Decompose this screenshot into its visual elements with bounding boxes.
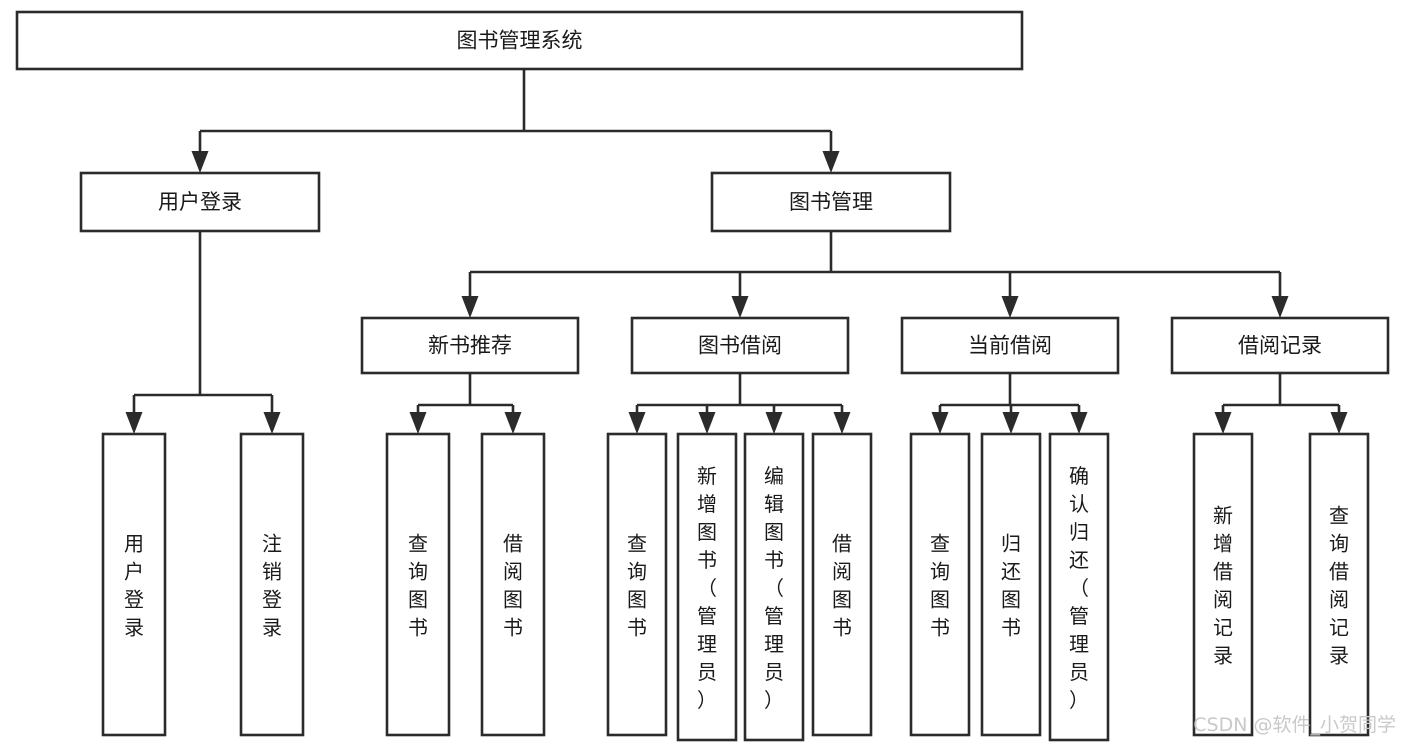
node-label-leaf-return-book: 归还图书 [1001,531,1021,639]
node-box-leaf-query-borrow-record[interactable] [1308,432,1370,737]
node-box-borrow-record[interactable] [1170,316,1390,375]
node-leaf-query-book-recommend[interactable]: 查询图书 [385,432,451,737]
node-box-leaf-borrow-book[interactable] [811,432,873,737]
node-label-root: 图书管理系统 [457,29,583,53]
conn-root [191,69,840,173]
node-leaf-borrow-book[interactable]: 借阅图书 [811,432,873,737]
node-label-borrow-record: 借阅记录 [1238,334,1322,358]
node-box-leaf-query-book-borrow[interactable] [606,432,668,737]
node-box-leaf-user-login[interactable] [101,432,167,737]
node-leaf-add-book[interactable]: 新增图书（管理员） [676,432,738,742]
node-box-leaf-confirm-return[interactable] [1048,432,1110,742]
node-label-leaf-confirm-return: 确认归还（管理员） [1069,464,1089,712]
node-label-book-management: 图书管理 [789,190,873,214]
node-book-borrow[interactable]: 图书借阅 [630,316,850,375]
node-label-leaf-add-borrow-record: 新增借阅记录 [1213,503,1233,667]
csdn-watermark: CSDN @软件_小贺同学 [1193,714,1396,736]
node-box-leaf-query-book-current[interactable] [909,432,971,737]
node-label-leaf-edit-book: 编辑图书（管理员） [764,464,784,712]
node-box-leaf-add-book[interactable] [676,432,738,742]
node-label-leaf-user-login: 用户登录 [124,531,144,639]
node-box-new-book-recommend[interactable] [360,316,580,375]
conn-book-management [461,231,1289,318]
conn-book-borrow-arrowhead-3 [833,412,851,434]
conn-book-borrow-arrowhead-0 [628,412,646,434]
node-current-borrow[interactable]: 当前借阅 [900,316,1120,375]
conn-root-arrowhead-1 [822,151,840,173]
conn-book-management-arrowhead-0 [461,296,479,318]
node-leaf-return-book[interactable]: 归还图书 [980,432,1042,737]
node-label-leaf-add-book: 新增图书（管理员） [697,464,717,712]
nodes-layer: 图书管理系统用户登录图书管理新书推荐图书借阅当前借阅借阅记录用户登录注销登录查询… [15,10,1390,742]
conn-user-login-arrowhead-1 [263,412,281,434]
conn-borrow-record-arrowhead-0 [1214,412,1232,434]
conn-root-arrowhead-0 [191,151,209,173]
node-label-new-book-recommend: 新书推荐 [428,334,512,358]
node-box-root[interactable] [15,10,1024,71]
node-leaf-user-login[interactable]: 用户登录 [101,432,167,737]
node-leaf-borrow-book-recommend[interactable]: 借阅图书 [480,432,546,737]
node-box-leaf-add-borrow-record[interactable] [1192,432,1254,737]
conn-book-management-arrowhead-2 [1001,296,1019,318]
node-label-leaf-query-borrow-record: 查询借阅记录 [1329,503,1349,667]
conn-book-management-arrowhead-1 [731,296,749,318]
conn-book-borrow-arrowhead-2 [765,412,783,434]
node-label-leaf-query-book-borrow: 查询图书 [627,531,647,639]
node-box-leaf-edit-book[interactable] [743,432,805,742]
node-label-book-borrow: 图书借阅 [698,334,782,358]
node-box-leaf-return-book[interactable] [980,432,1042,737]
node-leaf-query-book-borrow[interactable]: 查询图书 [606,432,668,737]
node-user-login[interactable]: 用户登录 [79,171,321,233]
node-box-user-login[interactable] [79,171,321,233]
node-box-current-borrow[interactable] [900,316,1120,375]
conn-current-borrow [931,373,1088,434]
node-root[interactable]: 图书管理系统 [15,10,1024,71]
node-borrow-record[interactable]: 借阅记录 [1170,316,1390,375]
node-label-leaf-query-book-current: 查询图书 [930,531,950,639]
conn-current-borrow-arrowhead-2 [1070,412,1088,434]
conn-book-borrow [628,373,851,434]
conn-current-borrow-arrowhead-0 [931,412,949,434]
conn-user-login-arrowhead-0 [125,412,143,434]
node-label-leaf-logout: 注销登录 [262,531,282,639]
conn-borrow-record-arrowhead-1 [1330,412,1348,434]
node-leaf-edit-book[interactable]: 编辑图书（管理员） [743,432,805,742]
node-label-leaf-query-book-recommend: 查询图书 [408,531,428,639]
conn-new-book-recommend [409,373,522,434]
conn-borrow-record [1214,373,1348,434]
node-book-management[interactable]: 图书管理 [710,171,952,233]
conn-new-book-recommend-arrowhead-1 [504,412,522,434]
node-label-leaf-borrow-book: 借阅图书 [832,531,852,639]
node-box-book-management[interactable] [710,171,952,233]
node-label-current-borrow: 当前借阅 [968,334,1052,358]
connectors-layer [125,69,1348,434]
node-new-book-recommend[interactable]: 新书推荐 [360,316,580,375]
node-label-user-login: 用户登录 [158,190,242,214]
node-label-leaf-borrow-book-recommend: 借阅图书 [503,531,523,639]
node-leaf-query-book-current[interactable]: 查询图书 [909,432,971,737]
node-leaf-query-borrow-record[interactable]: 查询借阅记录 [1308,432,1370,737]
conn-current-borrow-arrowhead-1 [1002,412,1020,434]
node-box-leaf-logout[interactable] [239,432,305,737]
conn-book-borrow-arrowhead-1 [698,412,716,434]
node-leaf-logout[interactable]: 注销登录 [239,432,305,737]
node-box-leaf-borrow-book-recommend[interactable] [480,432,546,737]
conn-book-management-arrowhead-3 [1271,296,1289,318]
node-box-book-borrow[interactable] [630,316,850,375]
conn-user-login [125,231,281,434]
conn-new-book-recommend-arrowhead-0 [409,412,427,434]
node-box-leaf-query-book-recommend[interactable] [385,432,451,737]
node-leaf-add-borrow-record[interactable]: 新增借阅记录 [1192,432,1254,737]
node-leaf-confirm-return[interactable]: 确认归还（管理员） [1048,432,1110,742]
